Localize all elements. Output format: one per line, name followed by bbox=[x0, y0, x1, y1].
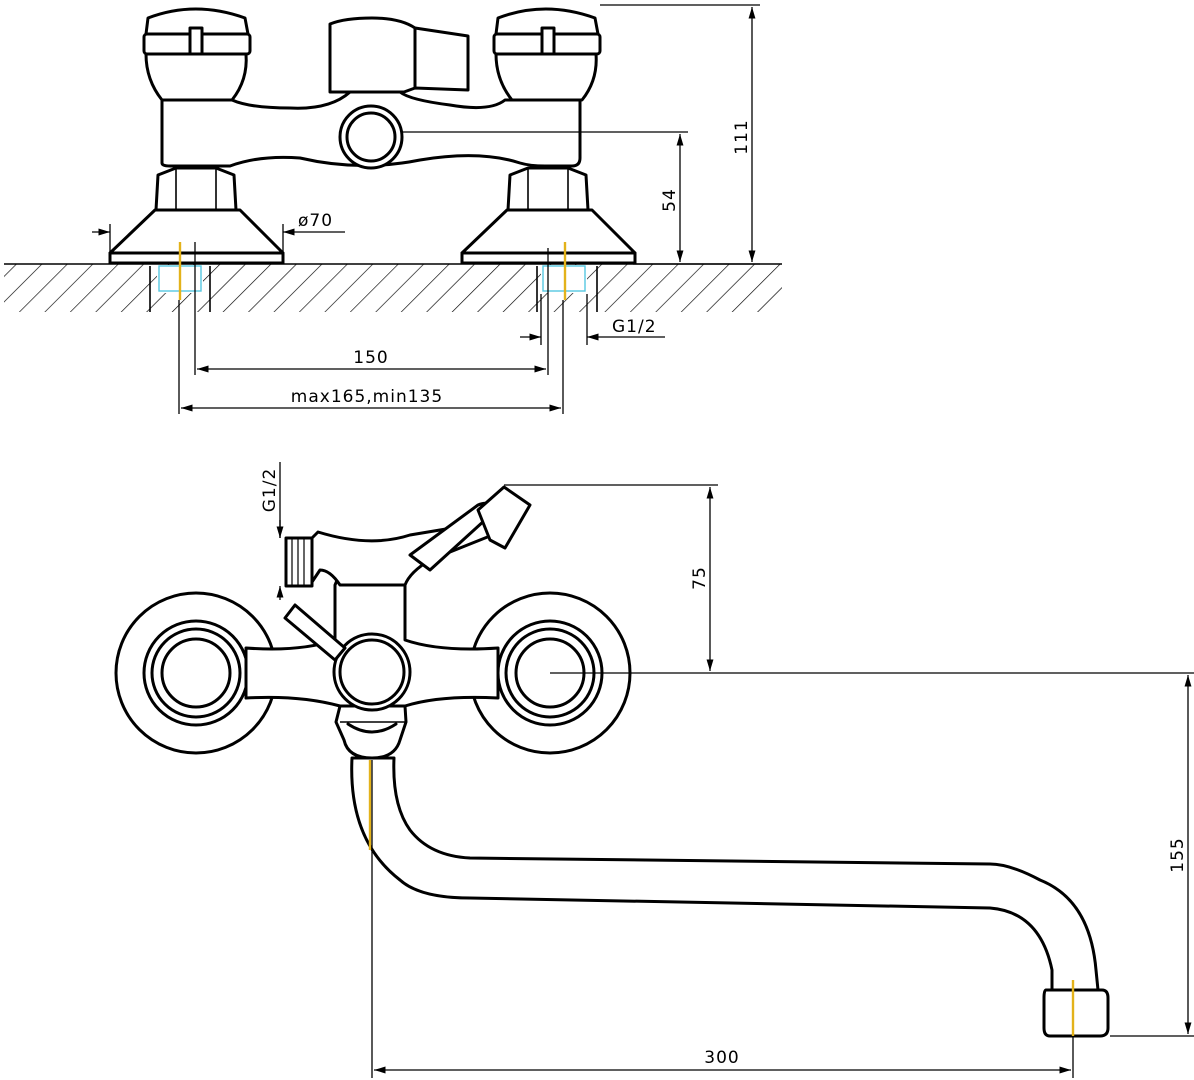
left-valve-handle bbox=[142, 7, 252, 102]
dim-thread-top-label: G1/2 bbox=[612, 317, 657, 337]
dim-range-label: max165,min135 bbox=[291, 387, 443, 407]
dim-thread-side: G1/2 bbox=[260, 462, 284, 600]
spout bbox=[350, 756, 1110, 1038]
dim-54: 54 bbox=[402, 131, 688, 262]
dim-155-label: 155 bbox=[1168, 837, 1188, 872]
dim-thread-side-label: G1/2 bbox=[260, 468, 280, 513]
dim-75: 75 bbox=[504, 484, 718, 671]
dim-111: 111 bbox=[600, 4, 760, 265]
dim-300: 300 bbox=[371, 760, 1074, 1078]
dim-75-label: 75 bbox=[690, 566, 710, 590]
right-valve-handle bbox=[492, 7, 602, 102]
wall-section bbox=[4, 263, 782, 312]
dim-111-label: 111 bbox=[732, 119, 752, 154]
dim-300-label: 300 bbox=[704, 1048, 739, 1068]
dim-155: 155 bbox=[550, 672, 1194, 1037]
mixer-body-side bbox=[244, 556, 500, 760]
dim-54-label: 54 bbox=[660, 188, 680, 212]
left-flange bbox=[108, 166, 285, 265]
top-view: 111 54 ø70 G1/2 150 bbox=[4, 4, 782, 414]
dim-150-label: 150 bbox=[353, 348, 388, 368]
dim-70: ø70 bbox=[92, 211, 345, 252]
dim-thread-top: G1/2 bbox=[520, 294, 665, 345]
diverter-lever bbox=[284, 485, 532, 588]
dim-range: max165,min135 bbox=[178, 300, 564, 414]
right-flange bbox=[460, 166, 637, 265]
dim-150: 150 bbox=[194, 242, 549, 375]
side-view: G1/2 75 155 300 bbox=[114, 462, 1194, 1078]
dim-70-label: ø70 bbox=[298, 211, 333, 231]
mixer-body bbox=[160, 16, 582, 170]
